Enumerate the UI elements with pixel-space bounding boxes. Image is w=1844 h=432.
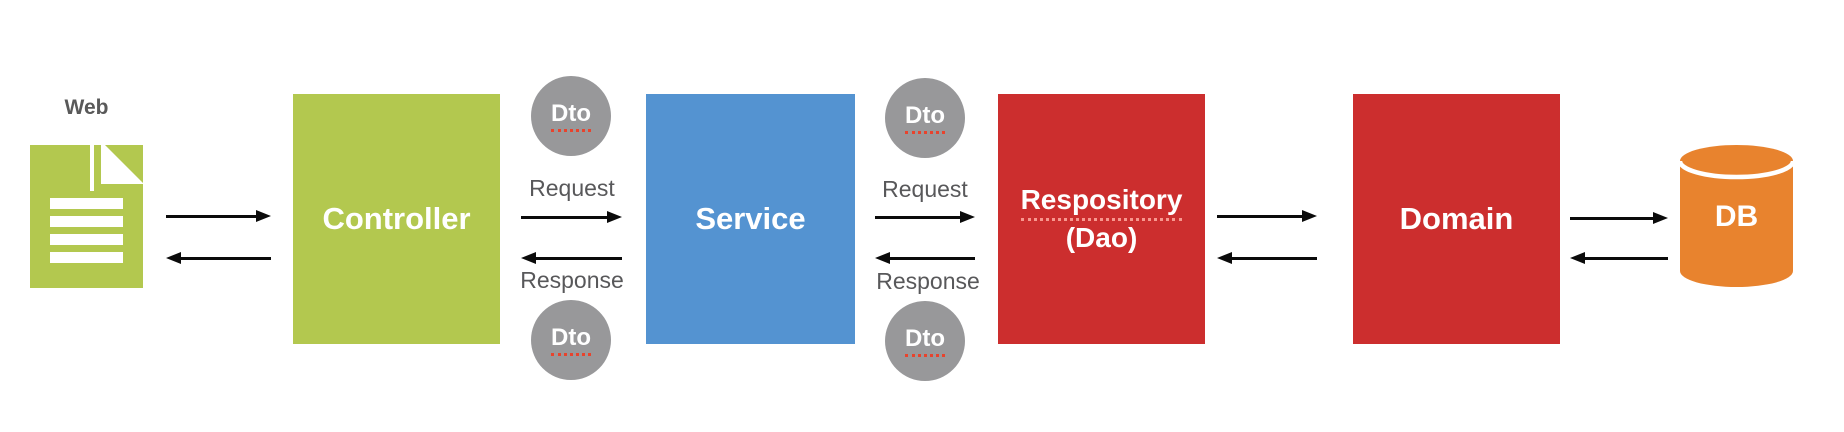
request-label-service-repository: Request <box>882 176 968 202</box>
arrowhead-right-icon <box>607 211 622 223</box>
document-text-line <box>50 252 123 263</box>
arrow-shaft <box>1570 216 1656 220</box>
response-label-service-repository: Response <box>876 268 980 294</box>
arrow-shaft <box>166 214 259 218</box>
dto-label: Dto <box>551 324 591 356</box>
cylinder-cap-line <box>1680 160 1793 180</box>
arrow-shaft <box>1582 256 1668 260</box>
domain-label: Domain <box>1399 201 1514 236</box>
document-text-line <box>50 216 123 227</box>
arrow-shaft <box>1229 256 1317 260</box>
dto-circle-service-repository-bottom: Dto <box>885 301 965 381</box>
arrowhead-right-icon <box>1302 210 1317 222</box>
arrowhead-left-icon <box>1217 252 1232 264</box>
controller-box: Controller <box>293 94 500 344</box>
arrow-shaft <box>887 256 975 260</box>
arrow-shaft <box>875 215 963 219</box>
domain-box: Domain <box>1353 94 1560 344</box>
service-box: Service <box>646 94 855 344</box>
arrow-service-to-repository <box>875 211 975 223</box>
repository-label-line1: Respository <box>1020 183 1183 221</box>
document-fold-edge-shape <box>94 145 143 191</box>
arrowhead-left-icon <box>521 252 536 264</box>
arrowhead-left-icon <box>875 252 890 264</box>
arrowhead-left-icon <box>1570 252 1585 264</box>
repository-box: Respository (Dao) <box>998 94 1205 344</box>
arrowhead-right-icon <box>960 211 975 223</box>
database-cylinder-icon <box>1680 145 1793 287</box>
arrow-shaft <box>521 215 610 219</box>
arrow-repository-to-service <box>875 252 975 264</box>
dto-label: Dto <box>905 102 945 134</box>
arrow-domain-to-repository <box>1217 252 1317 264</box>
document-fold-corner-shape <box>105 145 143 183</box>
arrow-shaft <box>533 256 622 260</box>
arrowhead-right-icon <box>256 210 271 222</box>
web-document-icon <box>30 145 143 288</box>
arrow-shaft <box>1217 214 1305 218</box>
arrowhead-left-icon <box>166 252 181 264</box>
dto-label: Dto <box>905 325 945 357</box>
arrow-web-to-controller <box>166 210 271 222</box>
cylinder-body-shape <box>1680 145 1793 287</box>
arrow-domain-to-db <box>1570 212 1668 224</box>
db-label: DB <box>1714 200 1759 233</box>
request-label-controller-service: Request <box>529 175 615 201</box>
arrow-shaft <box>178 256 271 260</box>
dto-circle-controller-service-top: Dto <box>531 76 611 156</box>
service-label: Service <box>695 201 806 236</box>
document-text-line <box>50 198 123 209</box>
web-label: Web <box>64 96 109 119</box>
arrow-controller-to-service <box>521 211 622 223</box>
response-label-controller-service: Response <box>520 267 624 293</box>
arrowhead-right-icon <box>1653 212 1668 224</box>
document-text-line <box>50 234 123 245</box>
arrow-controller-to-web <box>166 252 271 264</box>
arrow-service-to-controller <box>521 252 622 264</box>
controller-label: Controller <box>322 201 471 236</box>
arrow-db-to-domain <box>1570 252 1668 264</box>
dto-circle-controller-service-bottom: Dto <box>531 300 611 380</box>
dto-label: Dto <box>551 100 591 132</box>
repository-label-line2: (Dao) <box>1065 222 1138 253</box>
dto-circle-service-repository-top: Dto <box>885 78 965 158</box>
arrow-repository-to-domain <box>1217 210 1317 222</box>
